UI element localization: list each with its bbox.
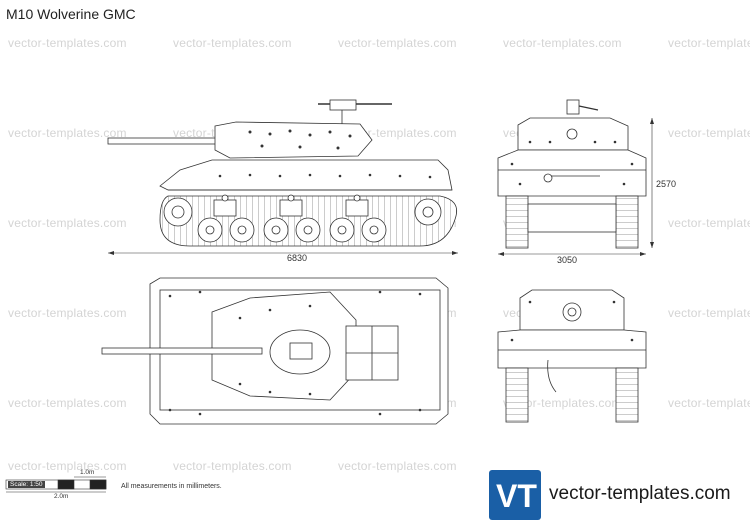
scale-label: Scale: 1:50 <box>8 481 45 488</box>
front-track-left <box>505 195 529 249</box>
length-dimension: 6830 <box>287 253 308 263</box>
watermark-text: vector-templates.com <box>8 396 127 410</box>
watermark-text: vector-templates.com <box>668 396 750 410</box>
watermark-text: vector-templates.com <box>503 36 622 50</box>
front-view <box>497 99 647 249</box>
rear-view <box>497 289 647 423</box>
watermark-text: vector-templates.com <box>8 306 127 320</box>
watermark-text: vector-templates.com <box>668 216 750 230</box>
top-gun-barrel <box>101 347 263 355</box>
side-hull-rivets <box>218 173 432 179</box>
page-title: M10 Wolverine GMC <box>6 6 136 22</box>
rear-hull <box>497 329 647 369</box>
watermark-text: vector-templates.com <box>8 36 127 50</box>
side-turret-rivets <box>248 129 352 150</box>
scale-bottom-label: 2.0m <box>54 493 69 500</box>
side-gun-barrel <box>107 137 219 145</box>
scale-top-label: 1.0m <box>80 469 95 476</box>
rear-track-right <box>615 367 639 423</box>
side-view <box>107 99 458 247</box>
scale-bar <box>5 476 107 493</box>
top-view <box>101 277 449 425</box>
svg-text:VT: VT <box>496 478 537 514</box>
side-hull <box>159 159 453 191</box>
front-hull <box>497 149 647 197</box>
width-dimension: 3050 <box>557 255 578 265</box>
top-rivets <box>168 290 422 416</box>
vt-logo-mark: VT <box>489 470 541 520</box>
side-road-wheels <box>197 217 387 243</box>
side-turret <box>214 121 373 159</box>
watermark-text: vector-templates.com <box>8 216 127 230</box>
watermark-text: vector-templates.com <box>8 459 127 473</box>
watermark-text: vector-templates.com <box>503 396 622 410</box>
logo-text[interactable]: vector-templates.com <box>549 483 731 504</box>
watermark-text: vector-templates.com <box>668 126 750 140</box>
measurement-note: All measurements in millimeters. <box>121 483 222 490</box>
watermark-text: vector-templates.com <box>173 36 292 50</box>
front-track-right <box>615 195 639 249</box>
watermark-text: vector-templates.com <box>173 459 292 473</box>
watermark-text: vector-templates.com <box>668 36 750 50</box>
watermark-text: vector-templates.com <box>338 36 457 50</box>
watermark-text: vector-templates.com <box>8 126 127 140</box>
height-dimension: 2570 <box>656 179 677 189</box>
rear-track-left <box>505 367 529 423</box>
watermark-text: vector-templates.com <box>338 459 457 473</box>
watermark-text: vector-templates.com <box>668 306 750 320</box>
